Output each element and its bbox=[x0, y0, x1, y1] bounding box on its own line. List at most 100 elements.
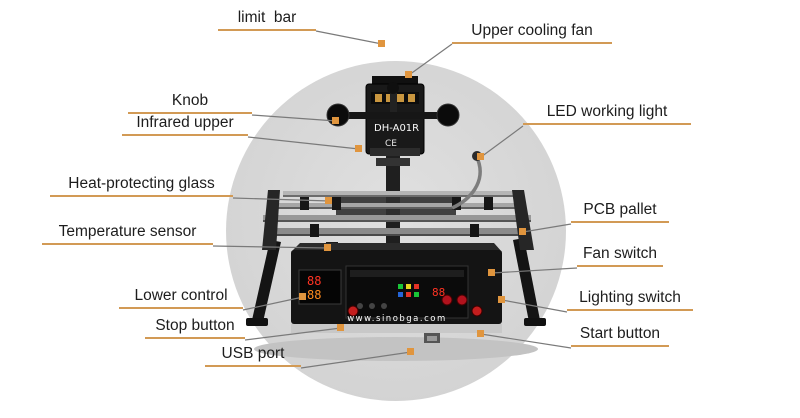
brand-plate-glyph bbox=[397, 94, 404, 102]
label-heat-protecting-glass-text: Heat-protecting glass bbox=[68, 175, 215, 192]
label-pcb-pallet-text: PCB pallet bbox=[583, 201, 657, 218]
connector-lower-control bbox=[242, 296, 304, 311]
label-upper-cooling-fan: Upper cooling fan bbox=[452, 22, 612, 44]
connector-lines bbox=[212, 30, 578, 369]
website-text: www.sinobga.com bbox=[347, 314, 447, 324]
pallet-clamp bbox=[310, 224, 319, 237]
rail-1 bbox=[283, 191, 513, 195]
connector-knob bbox=[251, 114, 337, 122]
panel-button bbox=[381, 303, 387, 309]
indicator-led bbox=[414, 284, 419, 289]
base-strip bbox=[291, 324, 502, 333]
label-pcb-pallet: PCB pallet bbox=[571, 201, 669, 223]
ce-mark-text: CE bbox=[385, 139, 397, 149]
post-mount-plate bbox=[376, 158, 410, 166]
label-led-working-light-text: LED working light bbox=[546, 103, 668, 120]
label-limit-bar-text: limit bar bbox=[237, 9, 297, 26]
connector-markers bbox=[299, 40, 526, 355]
limit-bar-top-knob bbox=[387, 82, 399, 94]
stop-button-control bbox=[347, 305, 359, 317]
brand-plate-glyph bbox=[408, 94, 415, 102]
rail-3 bbox=[263, 215, 531, 220]
led-readout-bottom: 88 bbox=[307, 288, 321, 302]
pallet-side-plate-right bbox=[512, 190, 534, 250]
rail-2 bbox=[271, 203, 525, 207]
panel-button bbox=[357, 303, 363, 309]
label-stop-button-text: Stop button bbox=[155, 317, 235, 334]
connector-led-working-light bbox=[480, 125, 524, 158]
usb-port-inner bbox=[427, 336, 437, 341]
pallet-clamp bbox=[484, 197, 493, 210]
gooseneck bbox=[451, 159, 482, 210]
label-fan-switch: Fan switch bbox=[577, 245, 663, 267]
label-heat-protecting-glass: Heat-protecting glass bbox=[50, 175, 233, 197]
panel-led-readout: 88 bbox=[432, 286, 445, 299]
connector-upper-cooling-fan bbox=[408, 43, 453, 76]
marker-start-button bbox=[477, 330, 484, 337]
label-lighting-switch: Lighting switch bbox=[567, 289, 693, 311]
connector-usb-port bbox=[300, 351, 412, 369]
pallet-clamp bbox=[470, 224, 479, 237]
upper-cooling-fan-vent bbox=[372, 76, 418, 86]
lower-unit-top bbox=[291, 243, 502, 252]
machine-shadow bbox=[254, 337, 538, 361]
label-usb-port: USB port bbox=[205, 345, 301, 367]
label-lighting-switch-text: Lighting switch bbox=[579, 289, 681, 306]
label-lower-control: Lower control bbox=[119, 287, 243, 309]
pcb-pallet-rails bbox=[262, 190, 534, 250]
label-upper-cooling-fan-text: Upper cooling fan bbox=[471, 22, 593, 39]
led-readout-top: 88 bbox=[307, 274, 321, 288]
connector-pcb-pallet bbox=[522, 223, 572, 233]
label-temperature-sensor-text: Temperature sensor bbox=[58, 223, 197, 240]
connector-heat-protecting-glass bbox=[232, 197, 330, 202]
label-stop-button: Stop button bbox=[145, 317, 245, 339]
label-start-button-text: Start button bbox=[579, 325, 661, 342]
foot-left bbox=[246, 318, 268, 326]
marker-lighting-switch bbox=[498, 296, 505, 303]
pallet-side-plate-left bbox=[262, 190, 280, 250]
pallet-clamp bbox=[300, 197, 309, 210]
indicator-led bbox=[406, 284, 411, 289]
marker-fan-switch bbox=[488, 269, 495, 276]
marker-limit-bar bbox=[378, 40, 385, 47]
rail-2-edge bbox=[271, 207, 525, 209]
rail-3-edge bbox=[263, 220, 531, 222]
marker-temperature-sensor bbox=[324, 244, 331, 251]
marker-upper-cooling-fan bbox=[405, 71, 412, 78]
indicator-led bbox=[398, 292, 403, 297]
connector-limit-bar bbox=[315, 30, 383, 45]
ir-emitter bbox=[370, 148, 420, 156]
brand-plate-glyph bbox=[386, 94, 393, 102]
marker-knob bbox=[332, 117, 339, 124]
marker-infrared-upper bbox=[355, 145, 362, 152]
model-text: DH-A01R bbox=[374, 123, 419, 134]
label-knob: Knob bbox=[128, 92, 252, 114]
panel-header-strip bbox=[350, 270, 464, 277]
label-lower-control-text: Lower control bbox=[134, 287, 228, 304]
lower-control-unit: 88 88 88 www.sinobga.com bbox=[291, 243, 502, 343]
connector-lighting-switch bbox=[501, 299, 568, 313]
label-led-working-light: LED working light bbox=[523, 103, 691, 125]
label-usb-port-text: USB port bbox=[221, 345, 285, 362]
label-knob-text: Knob bbox=[171, 92, 209, 109]
indicator-led bbox=[406, 292, 411, 297]
label-limit-bar: limit bar bbox=[218, 9, 316, 31]
knob-right bbox=[436, 103, 460, 127]
indicator-led bbox=[398, 284, 403, 289]
limit-bar-assembly bbox=[326, 82, 460, 127]
brand-plate-glyph bbox=[375, 94, 382, 102]
machine-leg-left bbox=[252, 240, 281, 322]
foot-right bbox=[524, 318, 546, 326]
panel-button bbox=[369, 303, 375, 309]
label-fan-switch-text: Fan switch bbox=[582, 245, 658, 262]
limit-bar-rod bbox=[390, 90, 397, 114]
connector-infrared-upper bbox=[247, 136, 360, 150]
rail-4 bbox=[274, 228, 522, 234]
marker-stop-button bbox=[337, 324, 344, 331]
label-infrared-upper: Infrared upper bbox=[122, 114, 248, 136]
label-start-button: Start button bbox=[571, 325, 669, 347]
rail-4-edge bbox=[274, 234, 522, 236]
connector-fan-switch bbox=[491, 267, 578, 274]
connector-stop-button bbox=[244, 327, 342, 341]
